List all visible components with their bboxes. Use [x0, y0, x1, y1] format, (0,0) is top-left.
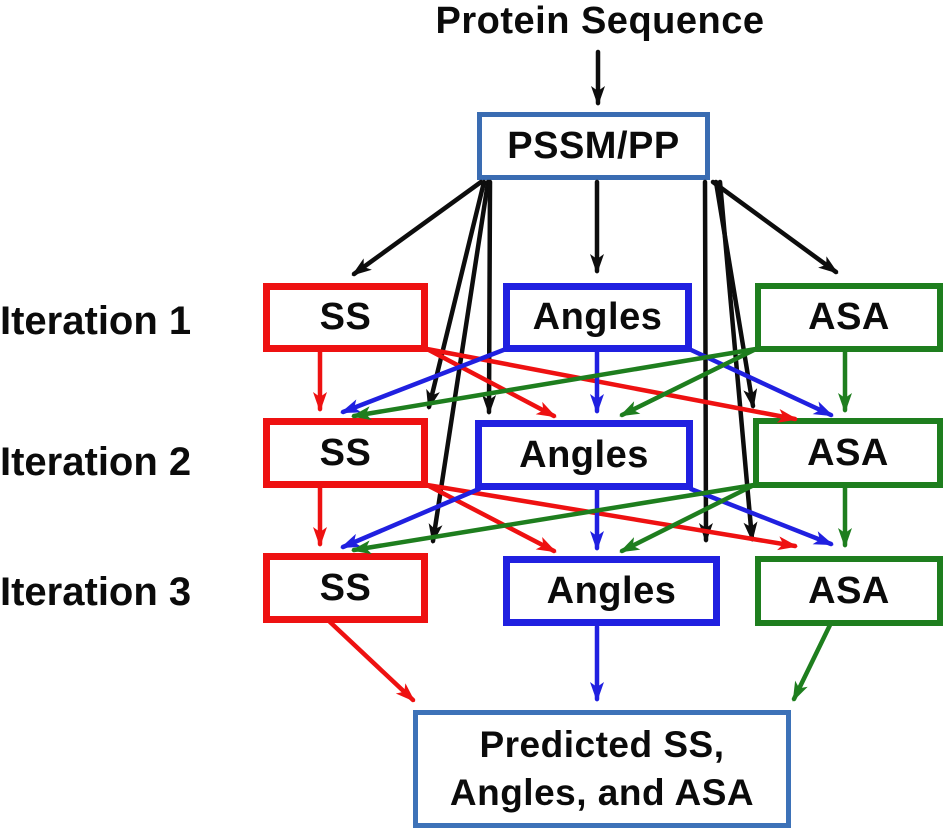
ss-iteration3-node: SS: [263, 553, 428, 623]
arrow-angles1-to-asa2: [686, 346, 834, 418]
arrow-pssm-to-ss1: [351, 179, 484, 277]
arrow-asa2-to-angles3: [619, 482, 757, 554]
pssm-pp-node: PSSM/PP: [477, 112, 710, 180]
asa-iteration3-node: ASA: [755, 556, 943, 626]
arrow-pssm-to-asa1: [710, 179, 839, 275]
arrow-angles2-to-asa3: [688, 486, 834, 547]
predicted-output-line1: Predicted SS,: [479, 723, 725, 765]
predicted-output-node: Predicted SS, Angles, and ASA: [413, 710, 791, 828]
angles-iteration3-node: Angles: [503, 556, 720, 626]
page-title: Protein Sequence: [435, 0, 765, 42]
arrow-ss3-to-output: [327, 619, 416, 703]
arrow-pssm-to-asa2: [713, 179, 758, 409]
arrow-asa2-to-ss3: [351, 482, 757, 555]
angles-iteration2-node: Angles: [475, 420, 693, 490]
arrow-angles2-to-ss3: [340, 486, 482, 550]
arrow-angles1-to-ss2: [340, 346, 509, 415]
angles-iteration1-node: Angles: [503, 283, 692, 352]
arrow-pssm-to-angles2: [482, 179, 497, 415]
arrow-ss2-to-angles3: [424, 482, 557, 554]
iteration-1-label: Iteration 1: [0, 299, 192, 343]
ss-iteration2-node: SS: [263, 418, 428, 488]
arrow-ss1-to-asa2: [424, 346, 798, 423]
arrow-pssm-to-ss2: [426, 179, 487, 410]
asa-iteration1-node: ASA: [755, 283, 943, 352]
asa-iteration2-node: ASA: [753, 418, 943, 488]
predicted-output-line2: Angles, and ASA: [449, 772, 755, 813]
arrow-asa3-to-output: [791, 622, 833, 702]
ss-iteration1-node: SS: [263, 283, 428, 352]
arrow-asa1-to-ss2: [351, 346, 759, 421]
arrow-ss1-to-angles2: [424, 346, 557, 419]
iteration-2-label: Iteration 2: [0, 440, 192, 484]
arrow-ss2-to-asa3: [424, 482, 798, 551]
iteration-3-label: Iteration 3: [0, 570, 192, 614]
arrow-pssm-to-asa3: [717, 179, 758, 542]
arrow-pssm-to-angles3: [698, 179, 713, 543]
arrow-asa1-to-angles2: [619, 346, 759, 418]
